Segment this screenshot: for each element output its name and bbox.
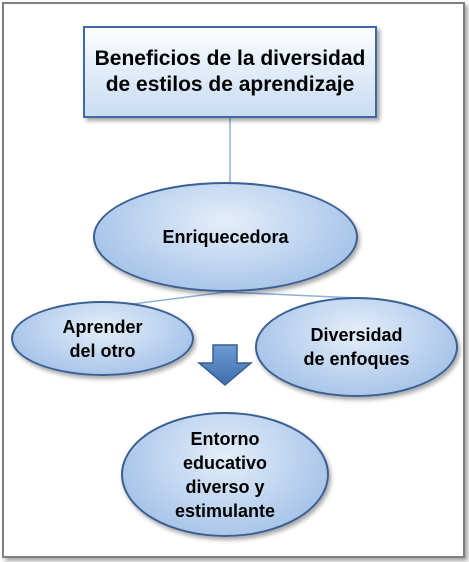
down-arrow-icon — [197, 344, 253, 386]
node-aprender-del-otro: Aprender del otro — [11, 301, 194, 376]
node-enriquecedora: Enriquecedora — [93, 182, 358, 292]
node-entorno-line-1: Entorno — [190, 428, 260, 449]
node-diversidad-de-enfoques: Diversidad de enfoques — [255, 297, 458, 397]
node-entorno-line-4: estimulante — [174, 500, 276, 521]
node-diversidad-line-2: de enfoques — [303, 349, 410, 369]
node-entorno-educativo: Entorno educativo diverso y estimulante — [121, 412, 329, 537]
title-box: Beneficios de la diversidad de estilos d… — [83, 26, 377, 118]
node-aprender-line-1: Aprender — [62, 316, 143, 337]
diagram-title: Beneficios de la diversidad de estilos d… — [94, 47, 366, 96]
node-enriquecedora-label: Enriquecedora — [162, 227, 289, 247]
node-diversidad-line-1: Diversidad — [310, 325, 403, 345]
node-entorno-line-3: diverso y — [185, 476, 265, 497]
node-entorno-line-2: educativo — [182, 452, 268, 473]
node-aprender-line-2: del otro — [69, 340, 136, 361]
connector-enriquecedora-to-diversidad — [225, 291, 357, 299]
